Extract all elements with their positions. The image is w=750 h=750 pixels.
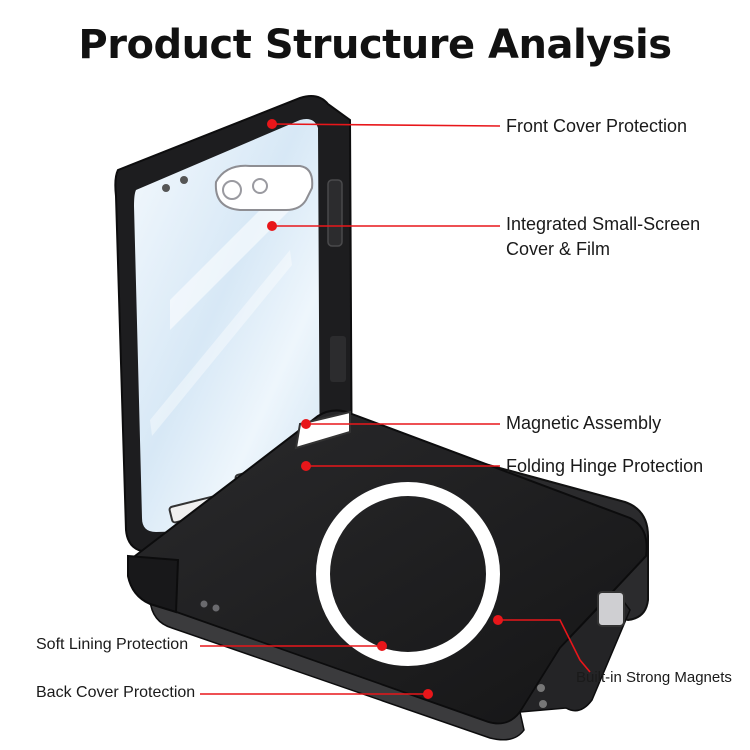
camera-cutout [214,164,314,211]
hole-icon [180,176,188,184]
side-button [597,591,625,627]
hole-icon [212,604,220,612]
callout-small-screen-line1: Integrated Small-Screen [506,214,701,234]
case-lip [149,598,525,741]
callout-back-cover: Back Cover Protection [36,684,196,701]
callout-dot [301,419,311,429]
magnetic-ring [316,482,500,666]
hole-icon [200,600,208,608]
callout-dot [301,461,311,471]
callout-lines [200,123,591,695]
hole-icon [539,700,547,708]
callout-front-cover: Front Cover Protection [506,116,688,136]
callout-soft-lining: Soft Lining Protection [36,636,189,653]
callout-magnetic-assembly: Magnetic Assembly [506,413,662,433]
callout-dot [267,119,277,129]
hinge-notch [330,336,346,382]
callout-dot [423,689,433,699]
side-button [327,179,343,247]
page-title: Product Structure Analysis [78,22,672,68]
callout-dot [267,221,277,231]
callout-dots [267,119,503,699]
back-cover-shell [127,409,649,741]
callout-line-strong-magnets [498,619,591,673]
camera-lens-icon [252,178,268,194]
callout-dot [493,615,503,625]
callout-strong-magnets: Built-in Strong Magnets [576,669,732,686]
camera-lens-icon [222,180,242,200]
glass-glare [150,250,292,436]
callout-line-front-cover [271,123,501,127]
callout-folding-hinge: Folding Hinge Protection [506,456,704,476]
hole-icon [537,684,545,692]
hole-icon [162,184,170,192]
magnetic-assembly [294,410,351,450]
folding-hinge [127,554,180,614]
callout-dot [377,641,387,651]
callout-small-screen-line2: Cover & Film [506,239,611,259]
